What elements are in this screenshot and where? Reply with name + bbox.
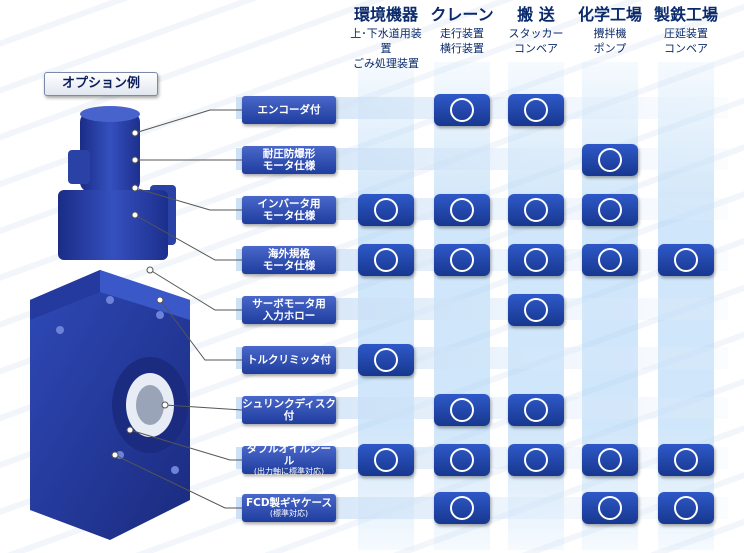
circle-mark-ring — [450, 496, 474, 520]
circle-mark-icon — [508, 244, 564, 276]
circle-mark-icon — [582, 244, 638, 276]
circle-mark-icon — [358, 194, 414, 226]
option-line1: 耐圧防爆形 — [262, 148, 316, 160]
circle-mark-ring — [450, 448, 474, 472]
circle-mark-icon — [508, 94, 564, 126]
circle-mark-icon — [358, 444, 414, 476]
option-servo-input-hollow: サーボモータ用 入力ホロー — [242, 296, 336, 324]
industry-sub: コンベア — [664, 42, 708, 55]
circle-mark-ring — [524, 98, 548, 122]
circle-mark-ring — [374, 248, 398, 272]
industry-sub: 上･下水道用装置 — [350, 27, 422, 55]
option-overseas-standard-motor: 海外規格 モータ仕様 — [242, 246, 336, 274]
circle-mark-icon — [658, 244, 714, 276]
option-double-oil-seal: ダブルオイルシール (出力軸に標準対応) — [242, 443, 336, 476]
circle-mark-ring — [374, 198, 398, 222]
circle-mark-ring — [524, 298, 548, 322]
circle-mark-ring — [450, 198, 474, 222]
circle-mark-icon — [434, 94, 490, 126]
option-fcd-gear-case: FCD製ギヤケース (標準対応) — [242, 494, 336, 522]
circle-mark-ring — [524, 398, 548, 422]
circle-mark-icon — [582, 194, 638, 226]
circle-mark-icon — [658, 492, 714, 524]
circle-mark-ring — [450, 248, 474, 272]
industry-sub: コンベア — [514, 42, 558, 55]
option-torque-limiter: トルクリミッタ付 — [242, 346, 336, 374]
circle-mark-icon — [508, 194, 564, 226]
option-line1: インバータ用 — [257, 198, 321, 210]
circle-mark-icon — [582, 444, 638, 476]
circle-mark-ring — [598, 448, 622, 472]
industry-title: 製鉄工場 — [653, 5, 718, 24]
circle-mark-ring — [374, 348, 398, 372]
option-line1: エンコーダ付 — [257, 104, 321, 116]
option-line2: モータ仕様 — [262, 210, 316, 222]
row-band — [236, 298, 728, 320]
circle-mark-icon — [658, 444, 714, 476]
circle-mark-ring — [374, 448, 398, 472]
option-line1: サーボモータ用 — [252, 298, 326, 310]
industry-sub: ポンプ — [593, 42, 627, 55]
industry-sub: 走行装置 — [440, 27, 484, 40]
option-explosion-proof-motor: 耐圧防爆形 モータ仕様 — [242, 146, 336, 174]
circle-mark-icon — [434, 194, 490, 226]
circle-mark-icon — [434, 492, 490, 524]
circle-mark-icon — [582, 492, 638, 524]
option-line1: ダブルオイルシール — [247, 443, 331, 467]
industry-sub: スタッカー — [508, 27, 564, 40]
circle-mark-icon — [508, 394, 564, 426]
industry-header: 環境機器 上･下水道用装置 ごみ処理装置 — [346, 4, 426, 71]
circle-mark-icon — [508, 294, 564, 326]
circle-mark-ring — [674, 496, 698, 520]
option-line2: 入力ホロー — [262, 310, 316, 322]
circle-mark-icon — [434, 444, 490, 476]
industry-header: クレーン 走行装置 横行装置 — [422, 4, 502, 56]
circle-mark-ring — [524, 248, 548, 272]
circle-mark-ring — [598, 148, 622, 172]
circle-mark-ring — [524, 448, 548, 472]
option-line2: モータ仕様 — [262, 160, 316, 172]
option-inverter-motor: インバータ用 モータ仕様 — [242, 196, 336, 224]
circle-mark-ring — [674, 248, 698, 272]
option-shrink-disc: シュリンクディスク付 — [242, 396, 336, 424]
industry-title: 搬 送 — [517, 5, 555, 24]
circle-mark-icon — [434, 394, 490, 426]
circle-mark-ring — [450, 98, 474, 122]
option-encoder: エンコーダ付 — [242, 96, 336, 124]
industry-title: 化学工場 — [577, 5, 642, 24]
circle-mark-icon — [358, 244, 414, 276]
circle-mark-ring — [598, 198, 622, 222]
industry-title: クレーン — [430, 5, 494, 24]
industry-sub: 攪拌機 — [593, 27, 627, 40]
circle-mark-ring — [674, 448, 698, 472]
circle-mark-icon — [582, 144, 638, 176]
industry-sub: 横行装置 — [440, 42, 484, 55]
option-example-label: オプション例 — [44, 72, 158, 96]
option-line1: トルクリミッタ付 — [247, 354, 331, 366]
circle-mark-icon — [358, 344, 414, 376]
circle-mark-icon — [508, 444, 564, 476]
circle-mark-icon — [434, 244, 490, 276]
option-note: (出力軸に標準対応) — [253, 467, 325, 476]
option-line1: FCD製ギヤケース — [245, 497, 333, 509]
industry-header: 化学工場 攪拌機 ポンプ — [570, 4, 650, 56]
industry-header: 搬 送 スタッカー コンベア — [496, 4, 576, 56]
circle-mark-ring — [524, 198, 548, 222]
option-note: (標準対応) — [269, 509, 309, 518]
industry-sub: ごみ処理装置 — [353, 57, 419, 70]
industry-title: 環境機器 — [353, 5, 418, 24]
circle-mark-ring — [598, 248, 622, 272]
option-line1: シュリンクディスク付 — [242, 398, 336, 422]
industry-sub: 圧延装置 — [664, 27, 708, 40]
option-line1: 海外規格 — [268, 248, 310, 260]
circle-mark-ring — [450, 398, 474, 422]
industry-header: 製鉄工場 圧延装置 コンベア — [646, 4, 726, 56]
circle-mark-ring — [598, 496, 622, 520]
option-line2: モータ仕様 — [262, 260, 316, 272]
